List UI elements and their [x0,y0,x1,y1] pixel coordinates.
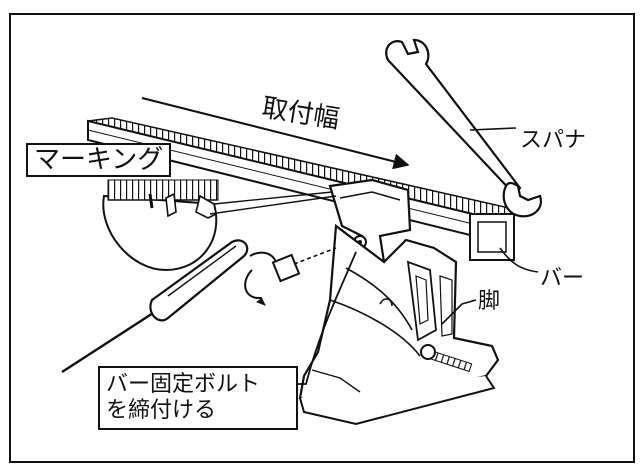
bolt-leader [290,251,357,385]
marking-label: マーキング [26,143,172,177]
spanner [385,38,542,218]
outer-frame [9,13,635,463]
fixing-bolt [271,247,337,283]
bolt-label-line2: を締付ける [106,398,217,423]
screwdriver [61,239,277,374]
spanner-leader [469,127,517,131]
leg-leader [441,299,477,325]
marking-magnifier [102,179,337,272]
bar-label: バー [540,266,585,291]
side-bolt [420,344,473,373]
leg-label: 脚 [478,289,501,314]
carrier-foot [298,223,500,426]
mounting-width-arrow [141,97,410,170]
bolt-label-line1: バー固定ボルト [106,372,261,397]
spanner-label: スパナ [520,128,587,153]
bolt-instruction-box: バー固定ボルト を締付ける [98,366,298,430]
bar-leader [499,247,539,273]
